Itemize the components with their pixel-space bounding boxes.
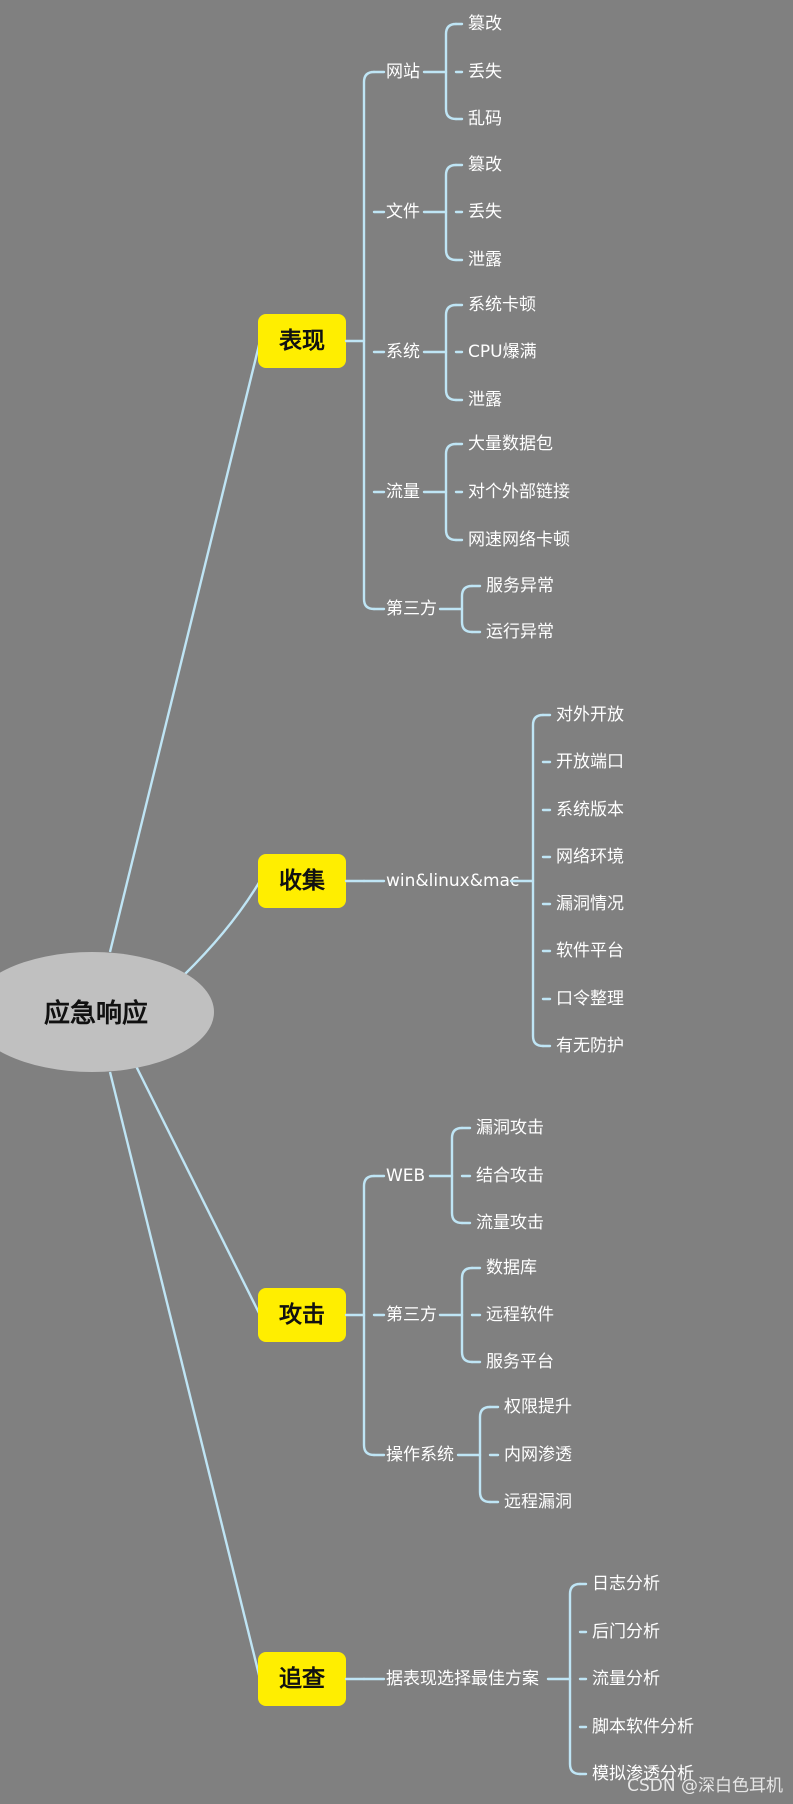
leaf-label: 模拟渗透分析 xyxy=(592,1764,694,1784)
sub-label: 网站 xyxy=(386,62,420,82)
leaf-label: 远程漏洞 xyxy=(504,1492,572,1512)
leaf-label: 流量分析 xyxy=(592,1669,660,1689)
leaf-bracket xyxy=(568,1582,582,1776)
leaf-bracket xyxy=(444,303,458,402)
branch-label-3: 攻击 xyxy=(279,1301,325,1328)
leaf-label: 开放端口 xyxy=(556,752,624,772)
watermark: CSDN @深白色耳机 xyxy=(627,1776,783,1796)
leaf-label: 篡改 xyxy=(468,154,502,175)
leaf-label: 网络环境 xyxy=(556,847,624,867)
leaf-label: 运行异常 xyxy=(486,622,554,642)
leaf-label: 数据库 xyxy=(486,1258,537,1278)
leaf-label: 口令整理 xyxy=(556,989,624,1009)
leaf-bracket xyxy=(444,163,458,262)
root-node xyxy=(0,952,214,1072)
leaf-label: 丢失 xyxy=(468,62,502,82)
leaf-label: 远程软件 xyxy=(486,1305,554,1325)
root-connector-2 xyxy=(183,880,262,976)
leaf-label: 漏洞攻击 xyxy=(476,1118,544,1138)
sub-label: 文件 xyxy=(386,202,420,222)
sub-label: 操作系统 xyxy=(386,1445,454,1465)
leaf-label: 泄露 xyxy=(468,390,502,410)
leaf-label: 大量数据包 xyxy=(468,434,553,454)
sub-label: 第三方 xyxy=(386,599,437,619)
branch-node-3 xyxy=(258,1288,346,1342)
sub-label: win&linux&mac xyxy=(386,871,519,891)
branch-node-4 xyxy=(258,1652,346,1706)
root-connector-4 xyxy=(108,1071,262,1680)
leaf-bracket xyxy=(478,1405,492,1504)
branch-label-2: 收集 xyxy=(279,867,326,894)
leaf-bracket xyxy=(444,442,458,542)
sub-label: 第三方 xyxy=(386,1305,437,1325)
leaf-bracket xyxy=(460,584,474,634)
root-connector-3 xyxy=(134,1065,262,1316)
branch-label-1: 表现 xyxy=(279,328,325,354)
leaf-label: 后门分析 xyxy=(592,1622,660,1642)
sub-label: 据表现选择最佳方案 xyxy=(386,1669,539,1689)
branch-node-1 xyxy=(258,314,346,368)
leaf-label: 日志分析 xyxy=(592,1574,660,1594)
leaf-bracket xyxy=(450,1126,464,1225)
leaf-label: 流量攻击 xyxy=(476,1213,544,1233)
leaf-label: 泄露 xyxy=(468,250,502,270)
leaf-label: 丢失 xyxy=(468,202,502,222)
branch-node-2 xyxy=(258,854,346,908)
leaf-label: 有无防护 xyxy=(556,1036,624,1056)
leaf-bracket xyxy=(444,22,458,121)
leaf-label: 对外开放 xyxy=(556,705,624,725)
leaf-label: 系统卡顿 xyxy=(468,295,536,315)
leaf-label: 篡改 xyxy=(468,13,502,34)
root-label: 应急响应 xyxy=(44,998,148,1029)
leaf-bracket xyxy=(531,713,545,1048)
leaf-label: 乱码 xyxy=(468,109,502,129)
sub-label: 流量 xyxy=(386,482,420,502)
leaf-bracket xyxy=(460,1266,474,1364)
leaf-label: 漏洞情况 xyxy=(556,894,624,914)
leaf-label: 权限提升 xyxy=(504,1397,572,1417)
sub-label: WEB xyxy=(386,1166,425,1186)
branch-bracket-1 xyxy=(362,70,376,611)
leaf-label: CPU爆满 xyxy=(468,342,537,362)
leaf-label: 服务平台 xyxy=(486,1352,554,1372)
sub-label: 系统 xyxy=(386,342,420,362)
leaf-label: 结合攻击 xyxy=(476,1166,544,1186)
branch-bracket-3 xyxy=(362,1174,376,1457)
leaf-label: 网速网络卡顿 xyxy=(468,530,570,550)
leaf-label: 服务异常 xyxy=(486,576,554,596)
leaf-label: 系统版本 xyxy=(556,800,624,820)
branch-label-4: 追查 xyxy=(279,1665,325,1692)
leaf-label: 脚本软件分析 xyxy=(592,1717,694,1737)
leaf-label: 软件平台 xyxy=(556,941,624,961)
leaf-label: 内网渗透 xyxy=(504,1445,572,1465)
root-connector-1 xyxy=(108,340,262,953)
leaf-label: 对个外部链接 xyxy=(468,482,570,502)
